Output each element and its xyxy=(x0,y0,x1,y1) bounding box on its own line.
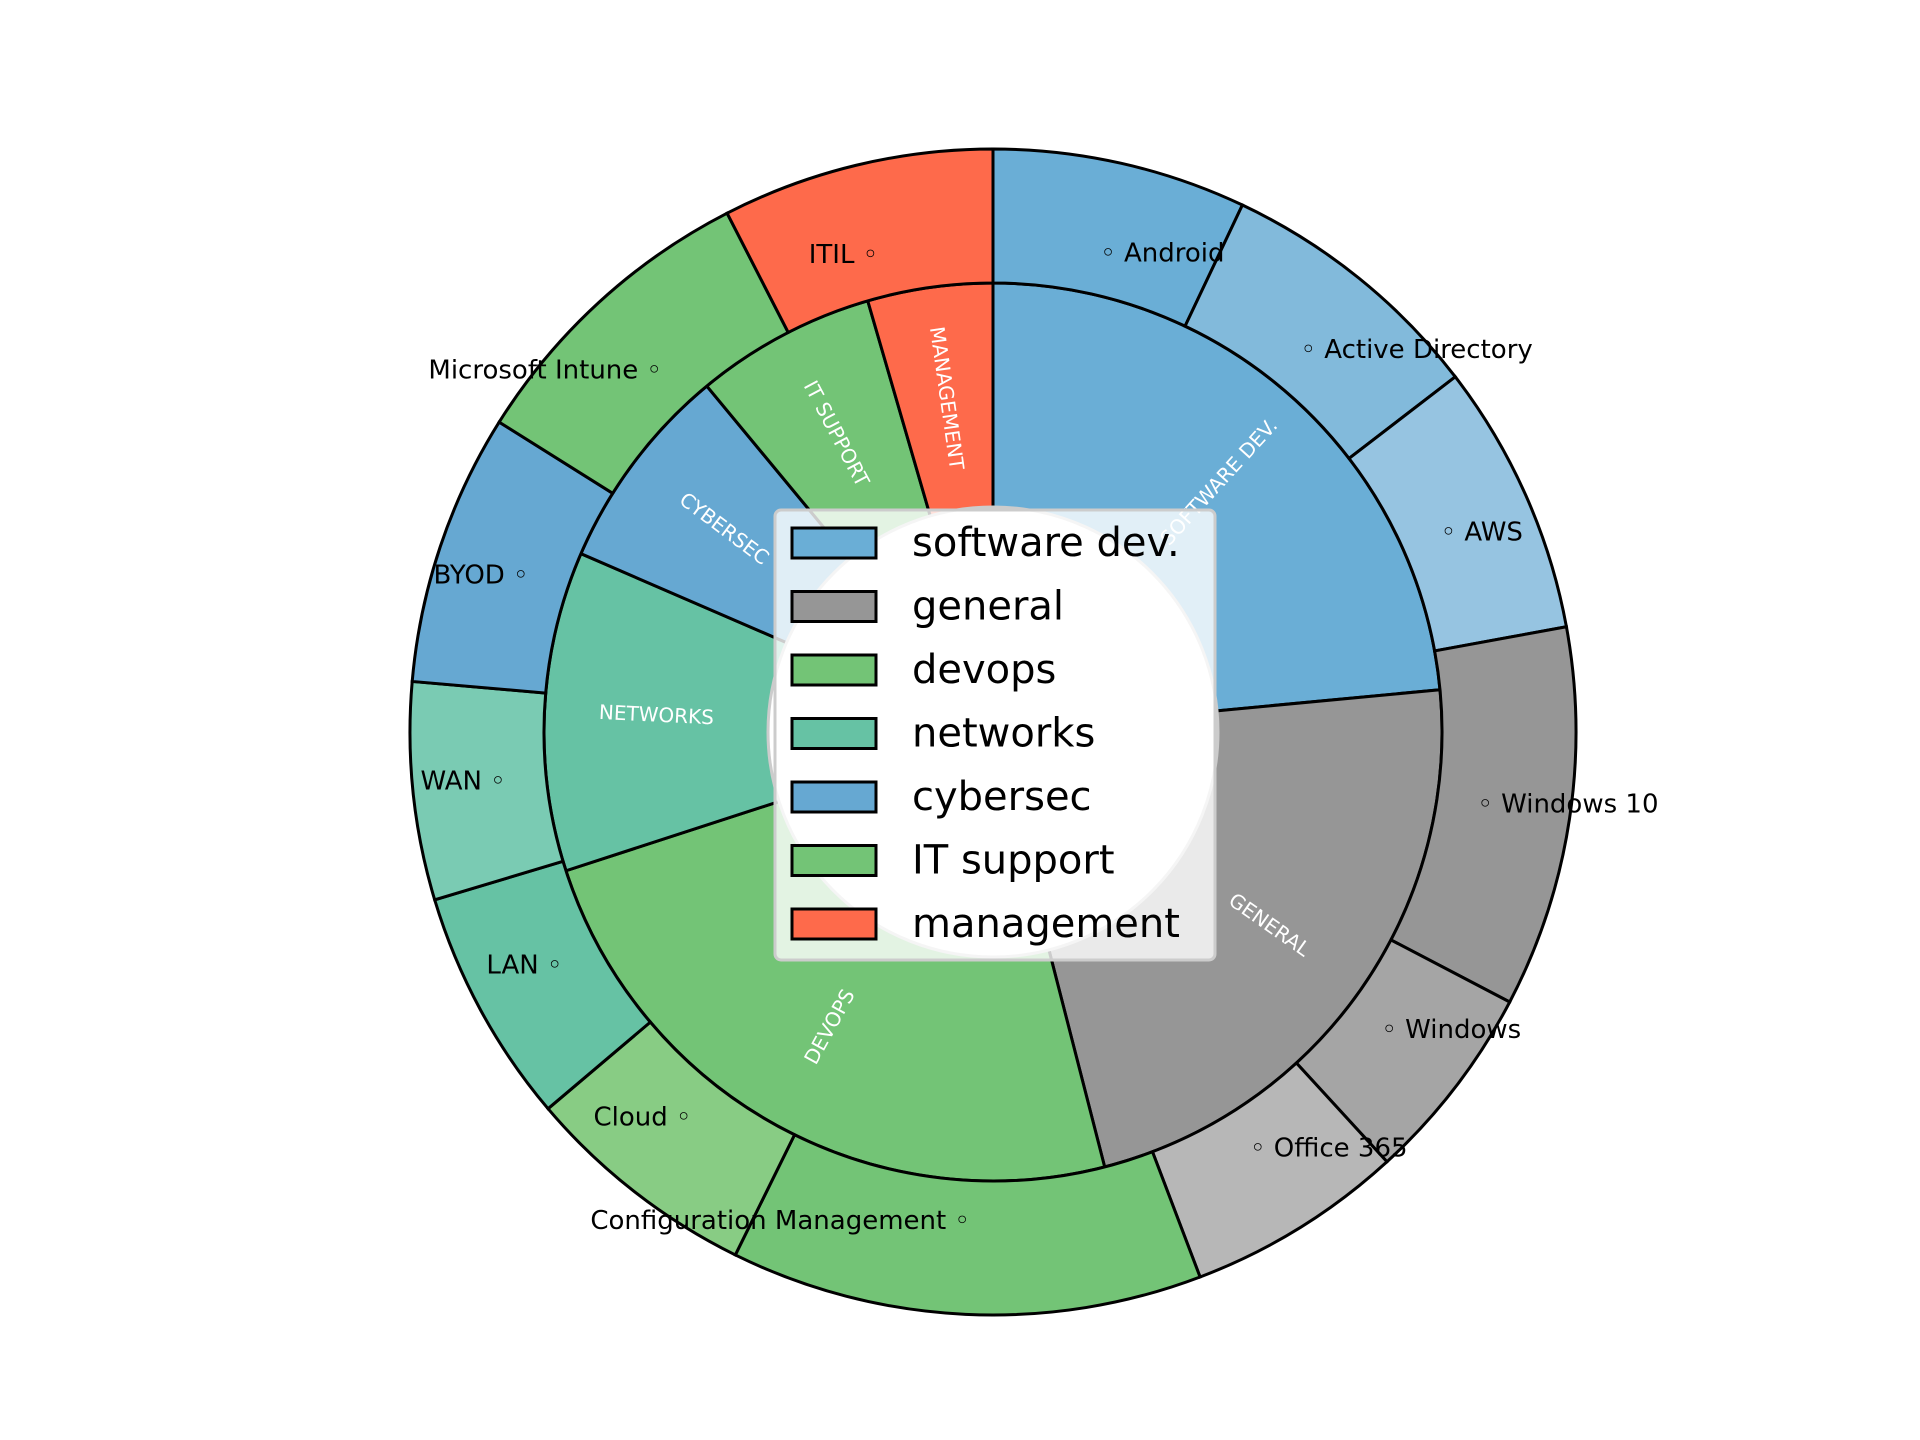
outer-label-active-directory: ◦ Active Directory xyxy=(1301,335,1533,365)
outer-wedge-itil xyxy=(725,147,995,335)
legend-swatch-software-dev xyxy=(790,526,878,560)
legend-swatch-cybersec xyxy=(790,780,878,814)
legend-label-devops: devops xyxy=(912,647,1056,693)
outer-ring xyxy=(408,147,1578,1317)
outer-label-windows-10: ◦ Windows 10 xyxy=(1477,790,1658,820)
legend-label-cybersec: cybersec xyxy=(912,774,1092,820)
outer-label-lan: LAN ◦ xyxy=(486,950,562,980)
inner-label-networks: NETWORKS xyxy=(598,700,714,729)
legend-label-software-dev: software dev. xyxy=(912,520,1180,566)
outer-label-android: ◦ Android xyxy=(1100,238,1224,268)
legend-label-it-support: IT support xyxy=(912,838,1115,884)
legend-swatch-management xyxy=(790,907,878,941)
legend-swatch-devops xyxy=(790,653,878,687)
outer-label-cloud: Cloud ◦ xyxy=(594,1103,692,1133)
legend-box xyxy=(773,508,1217,962)
legend-swatch-networks xyxy=(790,717,878,750)
outer-label-configuration-management: Configuration Management ◦ xyxy=(590,1206,969,1236)
legend-swatch-it-support xyxy=(790,844,878,877)
outer-label-microsoft-intune: Microsoft Intune ◦ xyxy=(428,355,661,385)
outer-label-windows: ◦ Windows xyxy=(1382,1015,1522,1045)
outer-label-wan: WAN ◦ xyxy=(420,767,505,797)
legend: software dev. general devops networks cybers… xyxy=(773,508,1217,962)
outer-label-byod: BYOD ◦ xyxy=(433,561,528,591)
legend-label-general: general xyxy=(912,584,1064,630)
outer-label-office-365: ◦ Office 365 xyxy=(1250,1134,1407,1164)
outer-label-itil: ITIL ◦ xyxy=(809,240,878,270)
legend-label-networks: networks xyxy=(912,711,1095,757)
outer-label-aws: ◦ AWS xyxy=(1441,517,1523,547)
legend-label-management: management xyxy=(912,901,1180,947)
legend-swatch-general xyxy=(790,590,878,623)
